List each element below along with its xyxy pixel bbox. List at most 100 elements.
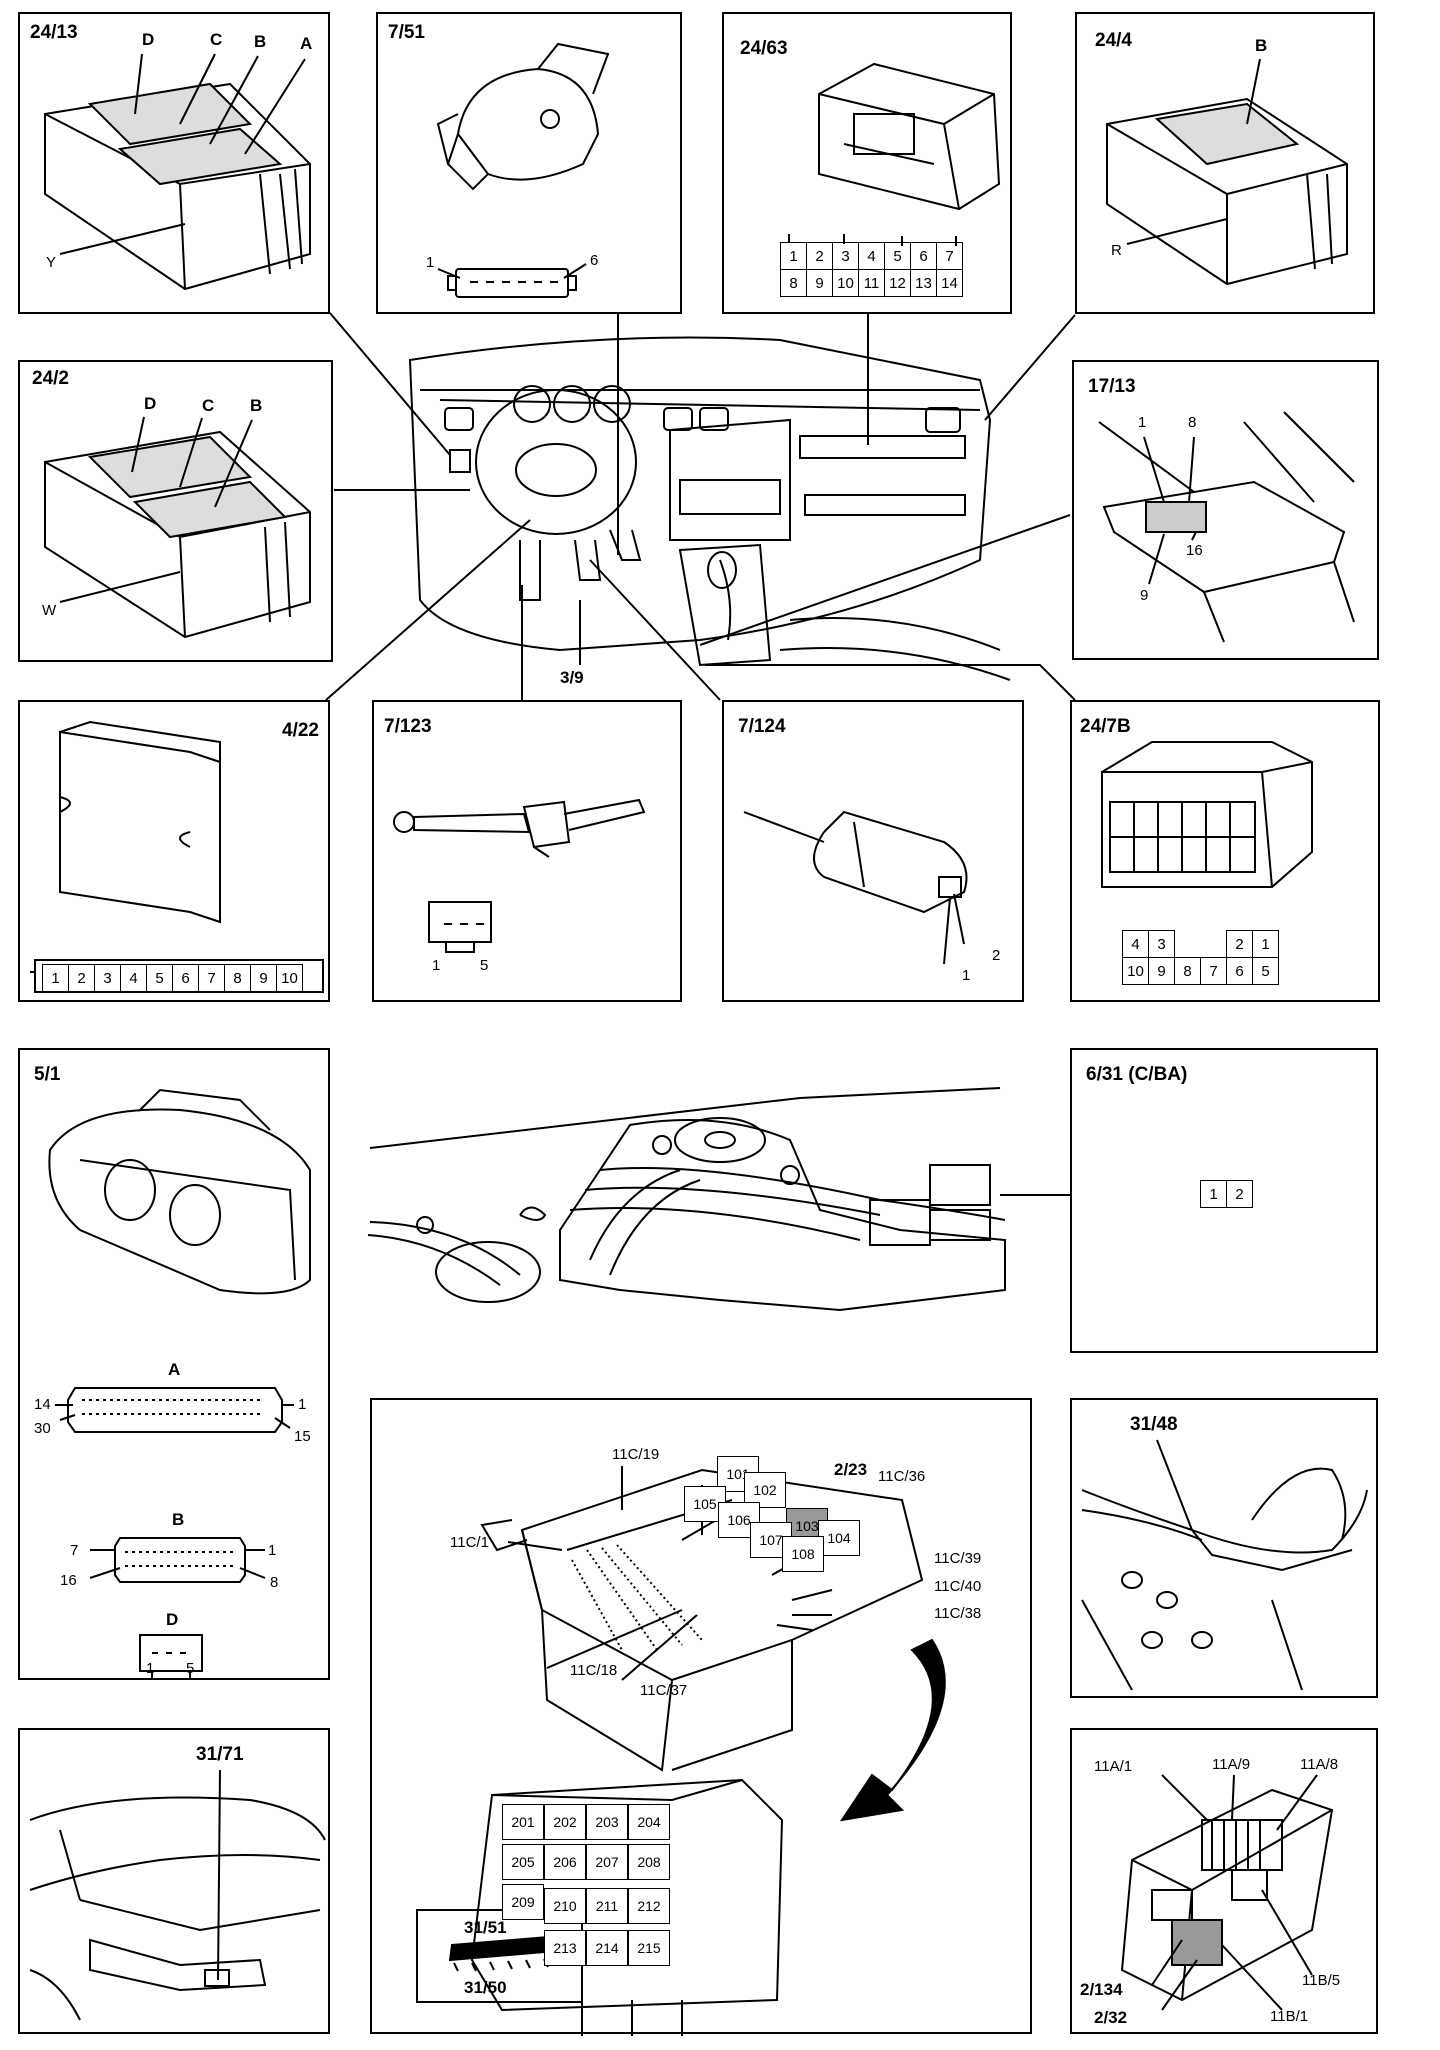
relay: 211	[586, 1888, 628, 1924]
pin-1-label: 1	[1138, 414, 1147, 431]
pin: 3	[94, 964, 121, 992]
letter-b: B	[1255, 36, 1268, 55]
label-11c-36: 11C/36	[878, 1468, 926, 1485]
connector-block-drawing	[44, 53, 311, 291]
pin: 5	[884, 242, 911, 270]
connector-a-label: A	[168, 1360, 181, 1379]
label-11b-1: 11B/1	[1270, 2008, 1309, 2025]
panel-title: 31/71	[196, 1744, 244, 1765]
connector-drawing	[1101, 741, 1313, 888]
panel-7-124: 7/124 1 2	[722, 700, 1024, 1002]
panel-5-1: 5/1 A 14 1 30 15 B 7 1 16 8 D	[18, 1048, 330, 1680]
connector-d-label: D	[166, 1610, 179, 1629]
pin: 2	[1226, 930, 1253, 958]
pin: 10	[1122, 957, 1149, 985]
label-11c-38: 11C/38	[934, 1605, 982, 1622]
panel-7-123: 7/123 1 5	[372, 700, 682, 1002]
relay: 204	[628, 1804, 670, 1840]
pin-14-label: 14	[34, 1396, 51, 1413]
label-31-50: 31/50	[464, 1978, 507, 1997]
pin-8-label: 8	[1188, 414, 1197, 431]
pin: 8	[224, 964, 251, 992]
relay: 102	[744, 1472, 786, 1508]
pointer-r: R	[1111, 242, 1122, 259]
connector-block-drawing	[1106, 58, 1348, 286]
pin-grid: 1 2	[1200, 1180, 1253, 1208]
pin: 11	[858, 269, 885, 297]
pin: 13	[910, 269, 937, 297]
pin: 5	[146, 964, 173, 992]
instrument-cluster-drawing	[48, 1088, 311, 1678]
pin: 2	[68, 964, 95, 992]
sensor-drawing	[393, 798, 646, 953]
panel-title: 17/13	[1088, 376, 1136, 397]
pin-8-label: 8	[270, 1574, 279, 1591]
connector-drawing	[788, 62, 1001, 246]
letter-d: D	[144, 394, 157, 413]
pin: 3	[1148, 930, 1175, 958]
panel-31-71: 31/71	[18, 1728, 330, 2034]
panel-title: 4/22	[282, 720, 319, 741]
callout-3-9: 3/9	[560, 668, 584, 687]
panel-24-13: 24/13 D C B A Y	[18, 12, 330, 314]
relay: 207	[586, 1844, 628, 1880]
pin-16-label: 16	[60, 1572, 77, 1589]
panel-title: 24/2	[32, 368, 69, 389]
pin: 4	[858, 242, 885, 270]
panel-engine-relay-box: 11A/1 11A/9 11A/8 2/134 11B/5 2/32 11B/1	[1070, 1728, 1378, 2034]
panel-31-48: 31/48	[1070, 1398, 1378, 1698]
label-11b-5: 11B/5	[1302, 1972, 1341, 1989]
pin: 1	[1252, 930, 1279, 958]
pin: 10	[276, 964, 303, 992]
pin: 14	[936, 269, 963, 297]
pin: 6	[172, 964, 199, 992]
pin: 1	[42, 964, 69, 992]
letter-a: A	[300, 34, 313, 53]
fuse-box-drawing	[416, 1466, 946, 2036]
panel-title: 6/31 (C/BA)	[1086, 1064, 1188, 1085]
pin-blank	[1175, 931, 1201, 958]
label-11c-39: 11C/39	[934, 1550, 982, 1567]
relay: 213	[544, 1930, 586, 1966]
pin: 1	[1200, 1180, 1227, 1208]
panel-4-22: 4/22 1 2 3 4 5 6 7 8 9 10	[18, 700, 330, 1002]
pin: 9	[250, 964, 277, 992]
panel-24-63: 24/63 1 2 3 4 5 6 7 8 9 10 11 12 13 14	[722, 12, 1012, 314]
panel-title: 5/1	[34, 1064, 61, 1085]
label-11a-8: 11A/8	[1300, 1756, 1339, 1773]
pin-2-label: 2	[992, 947, 1001, 964]
label-2-23: 2/23	[834, 1460, 868, 1479]
pin-9-label: 9	[1140, 587, 1149, 604]
label-11c-1: 11C/1	[450, 1534, 489, 1551]
panel-title: 7/51	[388, 22, 425, 43]
panel-24-2: 24/2 D C B W	[18, 360, 333, 662]
module-drawing	[30, 720, 324, 993]
letter-b: B	[254, 32, 267, 51]
pin: 8	[1174, 957, 1201, 985]
pin: 4	[1122, 930, 1149, 958]
panel-title: 24/7B	[1080, 716, 1131, 737]
panel-17-13: 17/13 1 8 16 9	[1072, 360, 1379, 660]
pin-1-label: 1	[432, 957, 441, 974]
pin-1-label: 1	[426, 254, 435, 271]
pin: 10	[832, 269, 859, 297]
letter-c: C	[202, 396, 215, 415]
pin-5-label: 5	[186, 1660, 195, 1677]
pointer-y: Y	[46, 254, 57, 271]
pin: 2	[1226, 1180, 1253, 1208]
connector-b-label: B	[172, 1510, 185, 1529]
relay: 214	[586, 1930, 628, 1966]
relay: 206	[544, 1844, 586, 1880]
letter-d: D	[142, 30, 155, 49]
pin: 7	[936, 242, 963, 270]
pin-1-label: 1	[298, 1396, 307, 1413]
panel-fuse-box: 101 102 103 104 105 106 107 108 201 202 …	[370, 1398, 1032, 2036]
letter-b: B	[250, 396, 263, 415]
pin: 9	[806, 269, 833, 297]
label-11c-18: 11C/18	[570, 1662, 618, 1679]
location-drawing	[29, 1769, 326, 2021]
relay: 215	[628, 1930, 670, 1966]
pin: 3	[832, 242, 859, 270]
pin-grid: 4 3 2 1 10 9 8 7 6 5	[1122, 930, 1279, 985]
